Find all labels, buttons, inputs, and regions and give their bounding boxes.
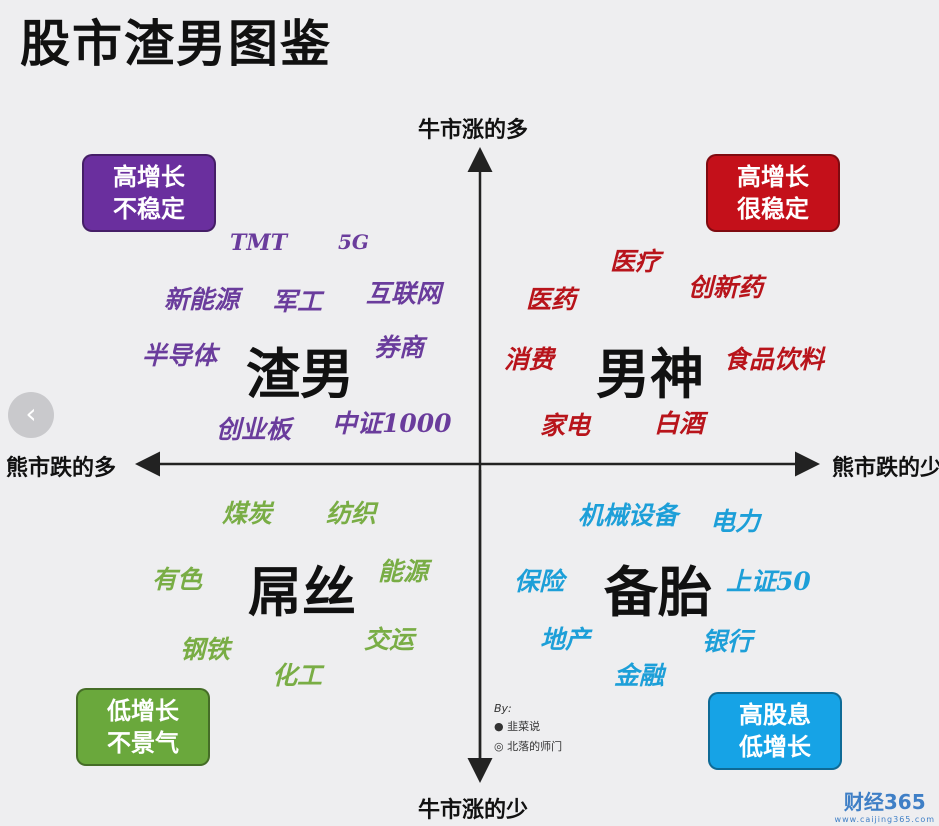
badge-top-right: 高增长很稳定 (706, 154, 840, 232)
list-item: 有色 (152, 565, 203, 594)
wechat-icon: ● (494, 720, 504, 733)
list-item: 互联网 (366, 279, 442, 308)
quadrant-name-top-left: 渣男 (246, 342, 354, 406)
list-item: 纺织 (326, 499, 377, 528)
list-item: 新能源 (164, 285, 240, 314)
list-item: 中证1000 (332, 409, 452, 438)
list-item: 半导体 (142, 341, 218, 370)
list-item: 交运 (364, 625, 415, 654)
prev-button[interactable]: ‹ (8, 392, 54, 438)
list-item: 电力 (710, 507, 761, 536)
list-item: 上证50 (726, 567, 811, 596)
quadrant-name-top-right: 男神 (596, 342, 704, 406)
list-item: 能源 (378, 557, 429, 586)
quadrant-name-bottom-left: 屌丝 (248, 560, 356, 624)
list-item: 消费 (504, 345, 555, 374)
list-item: 化工 (272, 661, 323, 690)
badge-bottom-left: 低增长不景气 (76, 688, 210, 766)
list-item: 食品饮料 (724, 345, 825, 374)
list-item: 医药 (526, 285, 577, 314)
list-item: 机械设备 (578, 501, 679, 530)
axis-bottom-label: 牛市涨的少 (418, 797, 529, 823)
list-item: 金融 (614, 661, 665, 690)
credit-wechat: ● 韭菜说 (494, 720, 541, 733)
list-item: 军工 (272, 287, 323, 316)
list-item: 医疗 (610, 247, 661, 276)
axis-right-label: 熊市跌的少 (832, 455, 939, 481)
axis-left-label: 熊市跌的多 (6, 455, 117, 481)
axis-top-label: 牛市涨的多 (418, 117, 529, 143)
list-item: 5G (338, 230, 369, 254)
list-item: 白酒 (654, 409, 705, 438)
list-item: 保险 (514, 567, 565, 596)
badge-top-left: 高增长不稳定 (82, 154, 216, 232)
credit-weibo: ◎ 北落的师门 (494, 740, 563, 753)
credit-by: By: (494, 702, 512, 715)
weibo-icon: ◎ (494, 740, 504, 753)
list-item: 银行 (702, 627, 753, 656)
quadrant-name-bottom-right: 备胎 (604, 560, 712, 624)
chevron-left-icon[interactable]: ‹ (25, 397, 37, 430)
page-title: 股市渣男图鉴 (20, 14, 332, 73)
list-item: TMT (230, 230, 288, 256)
list-item: 家电 (540, 411, 591, 440)
watermark: 财经365 www.caijing365.com (834, 790, 935, 824)
list-item: 券商 (374, 333, 425, 362)
list-item: 创新药 (688, 273, 764, 302)
list-item: 煤炭 (222, 499, 273, 528)
list-item: 创业板 (216, 415, 292, 444)
list-item: 地产 (540, 625, 591, 654)
badge-bottom-right: 高股息低增长 (708, 692, 842, 770)
list-item: 钢铁 (180, 635, 231, 664)
